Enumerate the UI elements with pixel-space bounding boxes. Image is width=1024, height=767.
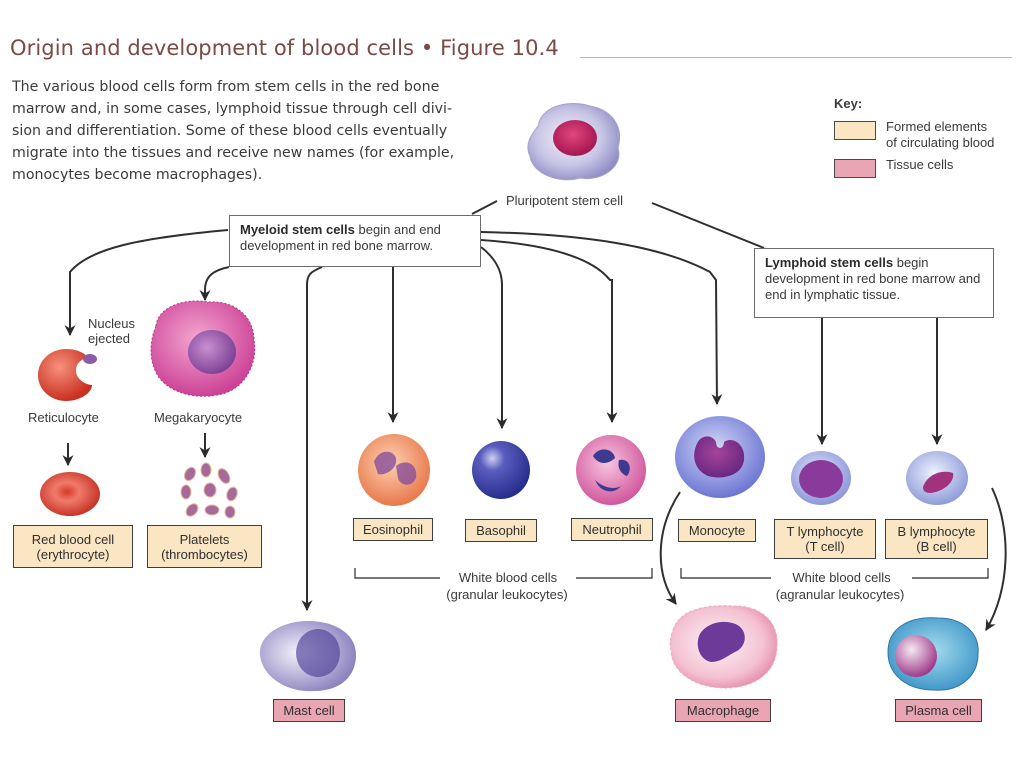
- bracket-granular-right: [567, 568, 653, 579]
- label-line: (erythrocyte): [36, 546, 110, 562]
- neutrophil-label-box: Neutrophil: [571, 518, 653, 541]
- red-blood-cell-image: [40, 472, 100, 516]
- pluripotent-stem-cell-image: [527, 103, 620, 181]
- granular-group-sublabel: (granular leukocytes): [446, 587, 568, 602]
- plasma-cell-image: [887, 617, 979, 691]
- agranular-group-sublabel: (agranular leukocytes): [775, 587, 905, 602]
- key-line: of circulating blood: [886, 135, 995, 150]
- b-lymphocyte-image: [906, 451, 968, 505]
- label-line: (B cell): [916, 539, 957, 554]
- arrow-to-neutrophil: [480, 239, 618, 424]
- label-line: Red blood cell: [31, 531, 115, 547]
- myeloid-bold: Myeloid stem cells: [240, 222, 355, 237]
- arrow-to-megakaryocyte: [199, 266, 230, 302]
- lymphoid-bold: Lymphoid stem cells: [765, 255, 894, 270]
- lymphoid-desc: begin development in red bone marrow and…: [765, 255, 981, 302]
- label-line: (T cell): [805, 539, 845, 554]
- neutrophil-image: [576, 435, 646, 505]
- swatch-tissue: [834, 159, 876, 178]
- t-lymphocyte-image: [791, 451, 851, 505]
- bracket-agranular-right: [902, 568, 989, 579]
- platelets-label-box: Platelets (thrombocytes): [147, 525, 262, 568]
- monocyte-label-box: Monocyte: [678, 519, 756, 542]
- macrophage-image: [669, 605, 778, 689]
- intro-line: migrate into the tissues and receive new…: [12, 145, 455, 161]
- arrow-to-reticulocyte: [64, 229, 229, 337]
- key-line: Formed elements: [886, 119, 988, 134]
- mast-cell-image: [259, 621, 356, 692]
- label-line: T lymphocyte: [786, 524, 864, 539]
- key-item-formed: Formed elements of circulating blood: [834, 119, 1024, 151]
- reticulocyte-image: [38, 349, 97, 401]
- arrow-to-monocyte: [480, 231, 723, 406]
- megakaryocyte-label: Megakaryocyte: [154, 410, 243, 425]
- label-line: Nucleus: [88, 316, 135, 331]
- b-lymphocyte-label-box: B lymphocyte (B cell): [885, 519, 988, 559]
- nucleus-ejected-label: Nucleus ejected: [88, 316, 135, 346]
- rbc-label-box: Red blood cell (erythrocyte): [13, 525, 133, 568]
- label-line: White blood cells: [792, 570, 891, 585]
- myeloid-desc: begin and end development in red bone ma…: [240, 222, 441, 253]
- intro-paragraph: The various blood cells form from stem c…: [12, 76, 482, 186]
- megakaryocyte-image: [150, 300, 256, 397]
- key-title: Key:: [834, 96, 863, 111]
- pluripotent-stem-cell-label: Pluripotent stem cell: [506, 193, 624, 208]
- arrow-to-macrophage: [659, 491, 681, 605]
- line-pluripotent-to-myeloid: [471, 200, 498, 215]
- intro-line: The various blood cells form from stem c…: [12, 79, 440, 95]
- myeloid-stem-cells-box: Myeloid stem cells begin and end develop…: [229, 215, 481, 267]
- macrophage-label-box: Macrophage: [675, 699, 771, 722]
- bracket-agranular-left: [680, 568, 775, 579]
- intro-line: sion and differentiation. Some of these …: [12, 123, 448, 139]
- lymphoid-stem-cells-box: Lymphoid stem cells begin development in…: [754, 248, 994, 318]
- monocyte-image: [675, 416, 765, 498]
- plasma-cell-label-box: Plasma cell: [895, 699, 982, 722]
- granular-group-label: White blood cells: [440, 570, 576, 586]
- intro-line: monocytes become macrophages).: [12, 167, 263, 183]
- platelets-image: [180, 462, 238, 519]
- legend-key: Key: Formed elements of circulating bloo…: [834, 96, 1024, 184]
- t-lymphocyte-label-box: T lymphocyte (T cell): [774, 519, 876, 559]
- line-pluripotent-to-lymphoid: [651, 202, 765, 249]
- key-item-tissue: Tissue cells: [834, 157, 1024, 178]
- label-line: B lymphocyte: [897, 524, 976, 539]
- swatch-formed: [834, 121, 876, 140]
- label-line: Platelets: [179, 531, 230, 547]
- figure-title: Origin and development of blood cells • …: [10, 36, 559, 60]
- key-text: Formed elements of circulating blood: [886, 119, 994, 151]
- eosinophil-image: [358, 434, 430, 506]
- label-line: ejected: [88, 331, 130, 346]
- bracket-granular-left: [354, 568, 445, 579]
- label-line: White blood cells: [458, 570, 558, 585]
- intro-line: marrow and, in some cases, lymphoid tiss…: [12, 101, 453, 117]
- basophil-label-box: Basophil: [465, 519, 537, 542]
- label-line: (thrombocytes): [161, 546, 248, 562]
- mast-cell-label-box: Mast cell: [273, 699, 345, 722]
- key-text: Tissue cells: [886, 157, 954, 172]
- reticulocyte-label: Reticulocyte: [28, 410, 99, 425]
- agranular-group-label: White blood cells: [771, 570, 912, 586]
- eosinophil-label-box: Eosinophil: [353, 518, 433, 541]
- arrow-to-mast-cell: [301, 266, 323, 612]
- basophil-image: [472, 441, 530, 499]
- arrow-to-plasma-cell: [985, 487, 1007, 631]
- arrow-to-basophil: [480, 246, 508, 430]
- title-rule: [580, 57, 1012, 58]
